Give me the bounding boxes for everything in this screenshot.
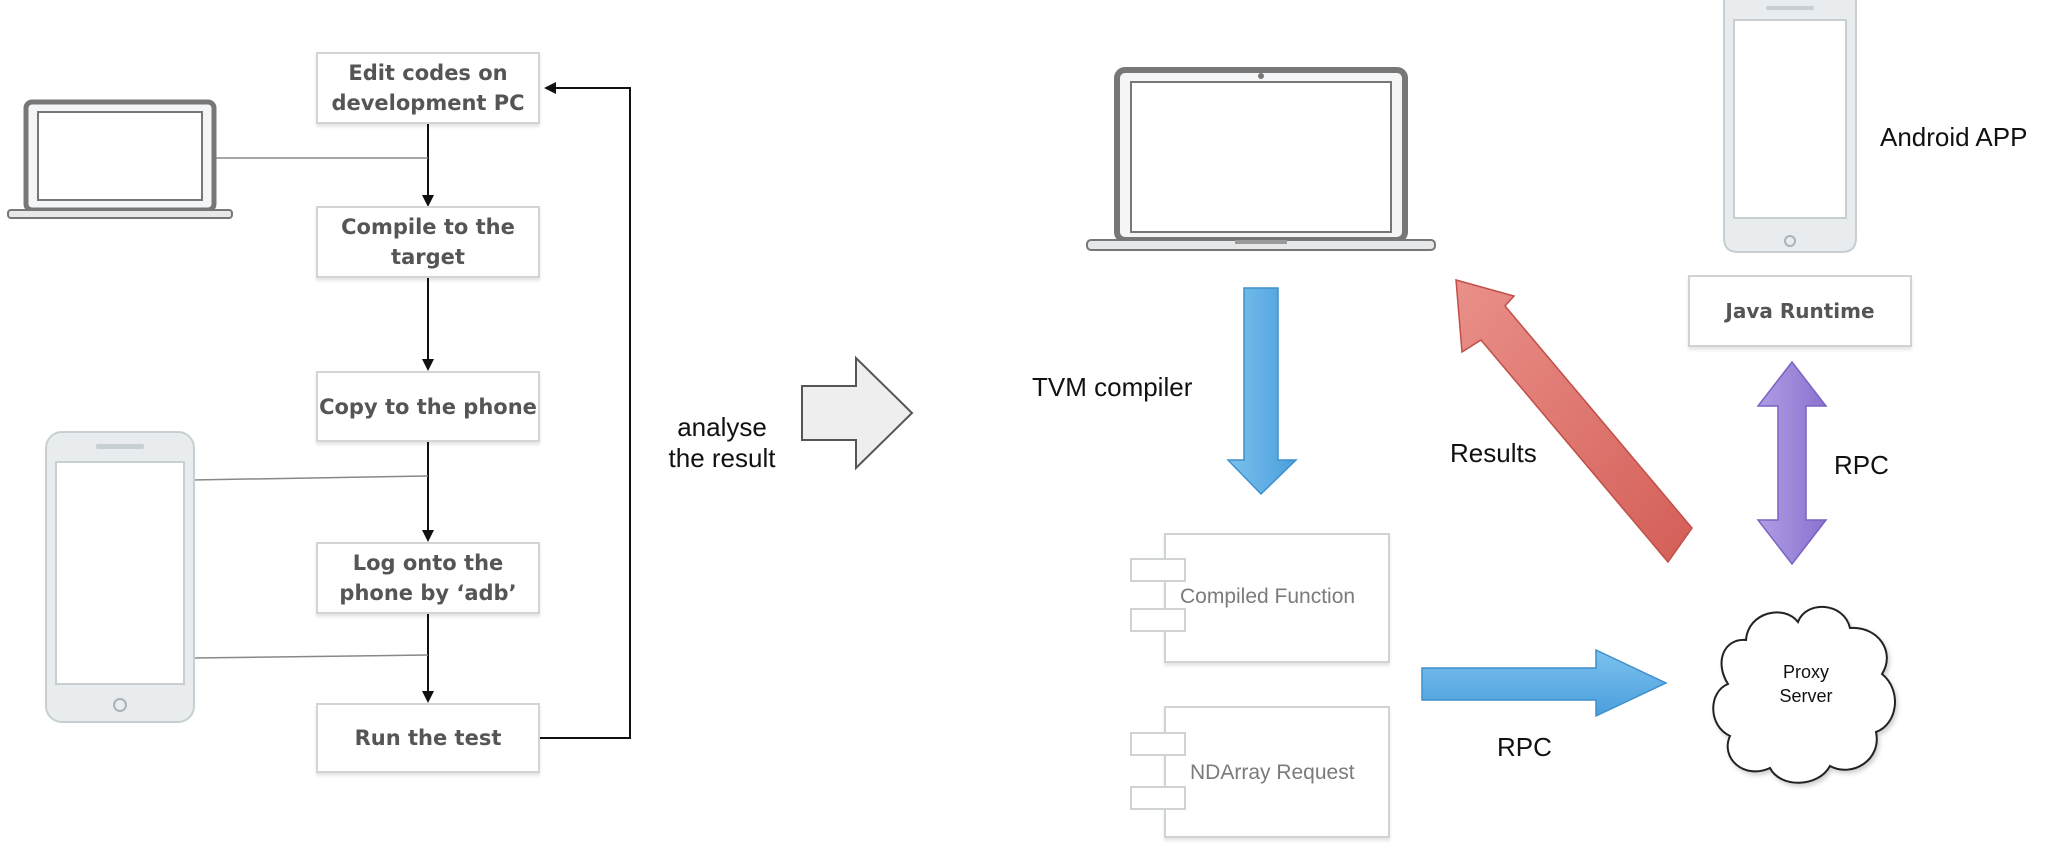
results-arrow (1455, 278, 1693, 564)
loop-label: analyse the result (668, 412, 776, 473)
step-copy: Copy to the phone (316, 371, 540, 442)
laptop-icon (7, 99, 233, 219)
compiled-function-tab-top (1130, 558, 1186, 582)
proxy-server-label: Proxy Server (1779, 662, 1833, 706)
ndarray-request-box (1164, 706, 1390, 838)
ndarray-request-tab-bottom (1130, 786, 1186, 810)
rpc-bidirectional-arrow (1756, 360, 1828, 566)
rpc-request-arrow (1421, 648, 1668, 718)
java-runtime-label: Java Runtime (1725, 299, 1875, 323)
step-compile: Compile to the target (316, 206, 540, 278)
tvm-compiler-label: TVM compiler (1032, 372, 1193, 402)
transition-arrow (801, 355, 914, 471)
step-run-test: Run the test (316, 703, 540, 773)
ndarray-request-tab-top (1130, 732, 1186, 756)
java-runtime-box: Java Runtime (1688, 275, 1912, 347)
compiled-function-tab-bottom (1130, 608, 1186, 632)
step-log-onto: Log onto the phone by ‘adb’ (316, 542, 540, 614)
phone-connector-top (191, 475, 429, 481)
host-laptop-icon (1086, 67, 1436, 251)
ndarray-request-label: NDArray Request (1190, 761, 1355, 784)
tvm-compiler-arrow (1226, 287, 1298, 496)
proxy-server-cloud-icon (1712, 606, 1896, 784)
android-phone-icon (1723, 0, 1857, 253)
phone-icon (45, 431, 195, 723)
loop-arrow (540, 82, 631, 739)
compiled-function-box (1164, 533, 1390, 663)
results-label: Results (1450, 438, 1537, 468)
android-app-label: Android APP (1880, 122, 2028, 152)
step-edit-codes: Edit codes on development PC (316, 52, 540, 124)
compiled-function-label: Compiled Function (1180, 585, 1356, 608)
phone-connector-bottom (191, 654, 429, 659)
rpc-bottom-label: RPC (1497, 732, 1552, 762)
rpc-right-label: RPC (1834, 450, 1889, 480)
